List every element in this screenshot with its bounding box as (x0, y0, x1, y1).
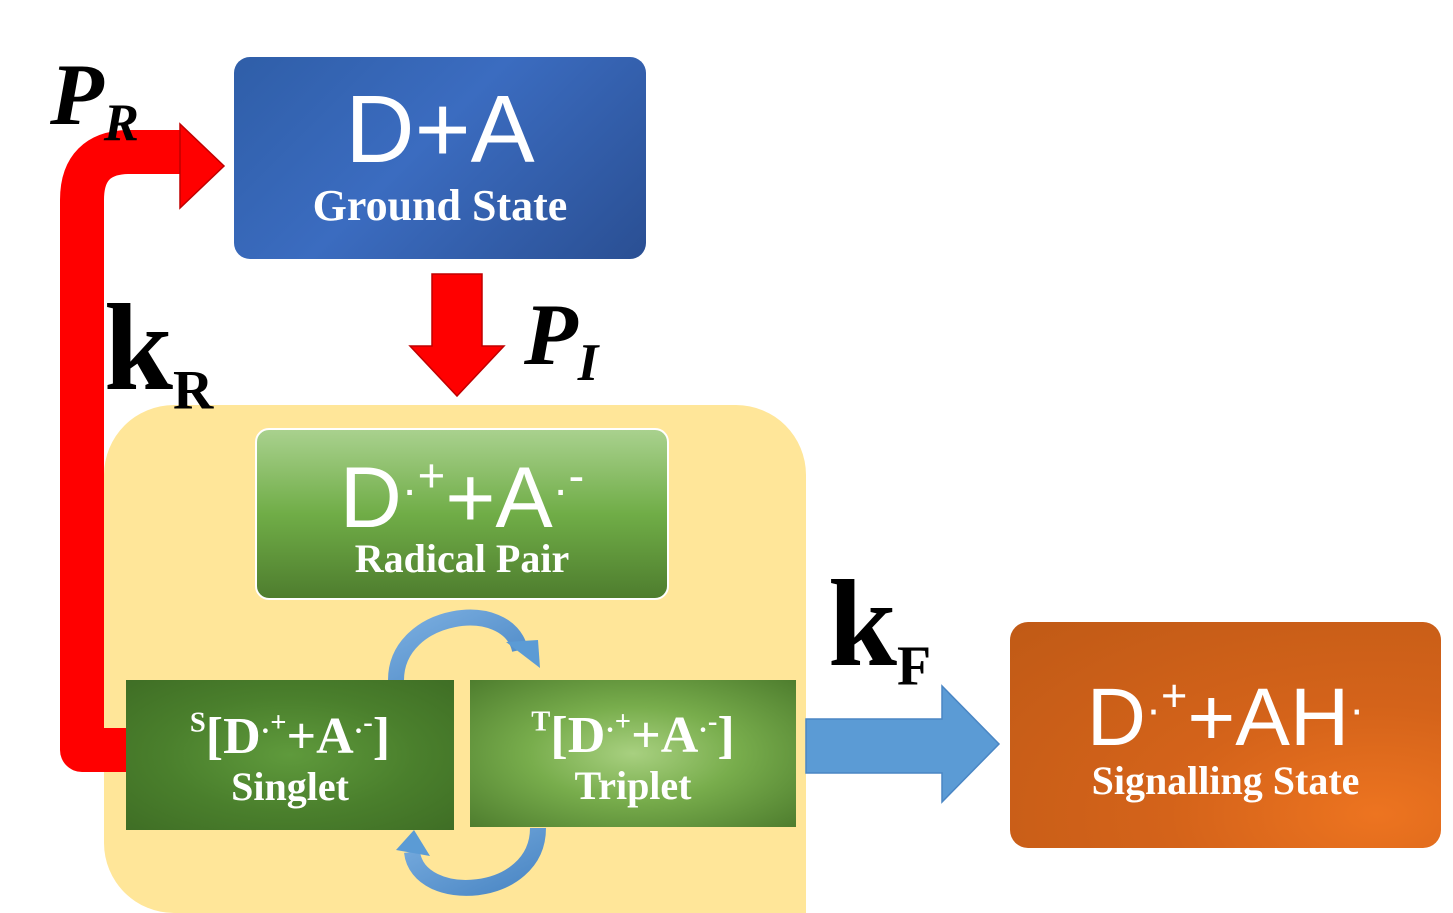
triplet-to-singlet-arrowhead (396, 830, 430, 856)
triplet-to-singlet-arrow (404, 827, 546, 896)
triplet-box: T[D·++A·-] Triplet (470, 680, 796, 827)
triplet-formula: T[D·++A·-] (531, 706, 735, 764)
signalling-state-label: Signalling State (1091, 758, 1360, 803)
initiation-arrow (408, 273, 506, 398)
rate-label-k-f: kF (828, 555, 932, 698)
ground-state-formula: D+A (345, 76, 535, 183)
radical-pair-label: Radical Pair (354, 536, 570, 581)
radical-pair-formula: D·++A·- (339, 449, 585, 546)
singlet-formula: S[D·++A·-] (189, 707, 391, 765)
triplet-label: Triplet (574, 762, 692, 808)
signalling-state-formula: D·++AH· (1086, 670, 1365, 763)
rate-label-k-r: kR (104, 279, 214, 422)
ground-state-box: D+A Ground State (234, 57, 646, 259)
singlet-label: Singlet (231, 764, 349, 809)
forward-arrow (805, 684, 1001, 804)
rate-label-p-r: PR (50, 47, 139, 152)
singlet-to-triplet-arrowhead (506, 640, 540, 668)
recombination-arrow (60, 130, 182, 772)
singlet-box: S[D·++A·-] Singlet (126, 680, 454, 830)
singlet-to-triplet-arrow (388, 609, 528, 681)
recombination-arrowhead (179, 122, 226, 210)
ground-state-label: Ground State (312, 181, 568, 230)
rate-label-p-i: PI (524, 287, 599, 392)
signalling-state-box: D·++AH· Signalling State (1010, 622, 1441, 848)
radical-pair-box: D·++A·- Radical Pair (255, 428, 669, 600)
